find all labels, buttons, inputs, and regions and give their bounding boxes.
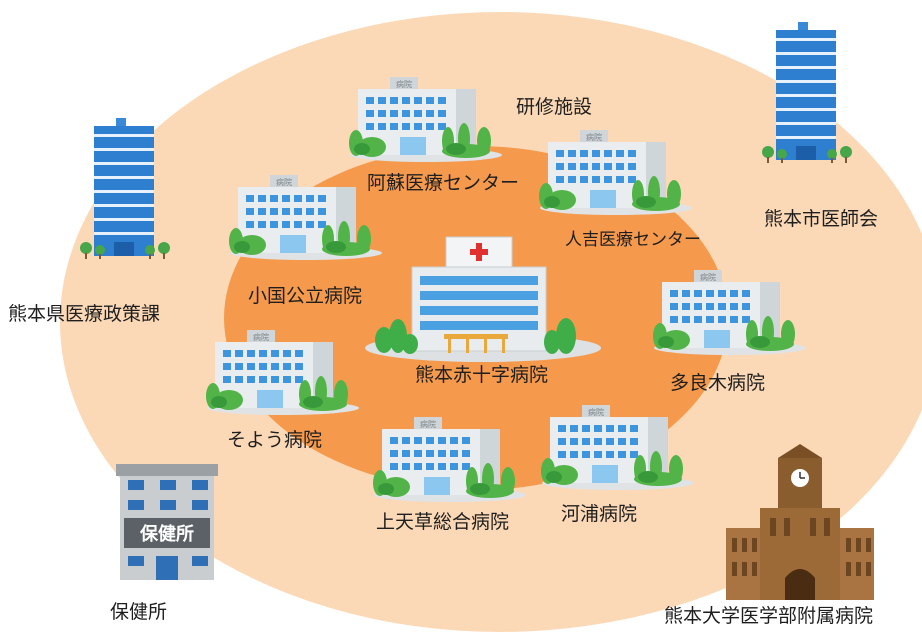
- center-hospital-icon: [365, 236, 601, 362]
- facility-label-aso: 阿蘇医療センター: [367, 172, 520, 194]
- facility-label-soyo: そよう病院: [227, 429, 323, 451]
- facility-label-oguni: 小国公立病院: [248, 285, 363, 307]
- partner-label-prefecture: 熊本県医療政策課: [8, 303, 161, 325]
- partner-label-health-center: 保健所: [110, 601, 168, 623]
- health-center-building-icon: 保健所: [116, 464, 218, 580]
- facility-label-kamiamakusa: 上天草総合病院: [376, 511, 510, 533]
- partner-label-medical-association: 熊本市医師会: [764, 208, 879, 230]
- training-facility-label: 研修施設: [516, 96, 593, 118]
- facility-label-hitoyoshi: 人吉医療センター: [565, 230, 701, 250]
- facility-label-taragi: 多良木病院: [670, 372, 766, 394]
- health-center-sign: 保健所: [139, 523, 194, 545]
- partner-label-university: 熊本大学医学部附属病院: [664, 605, 874, 627]
- university-clock-tower-icon: [726, 444, 874, 600]
- facility-label-kawaura: 河浦病院: [561, 503, 638, 525]
- center-hospital-label: 熊本赤十字病院: [415, 364, 549, 386]
